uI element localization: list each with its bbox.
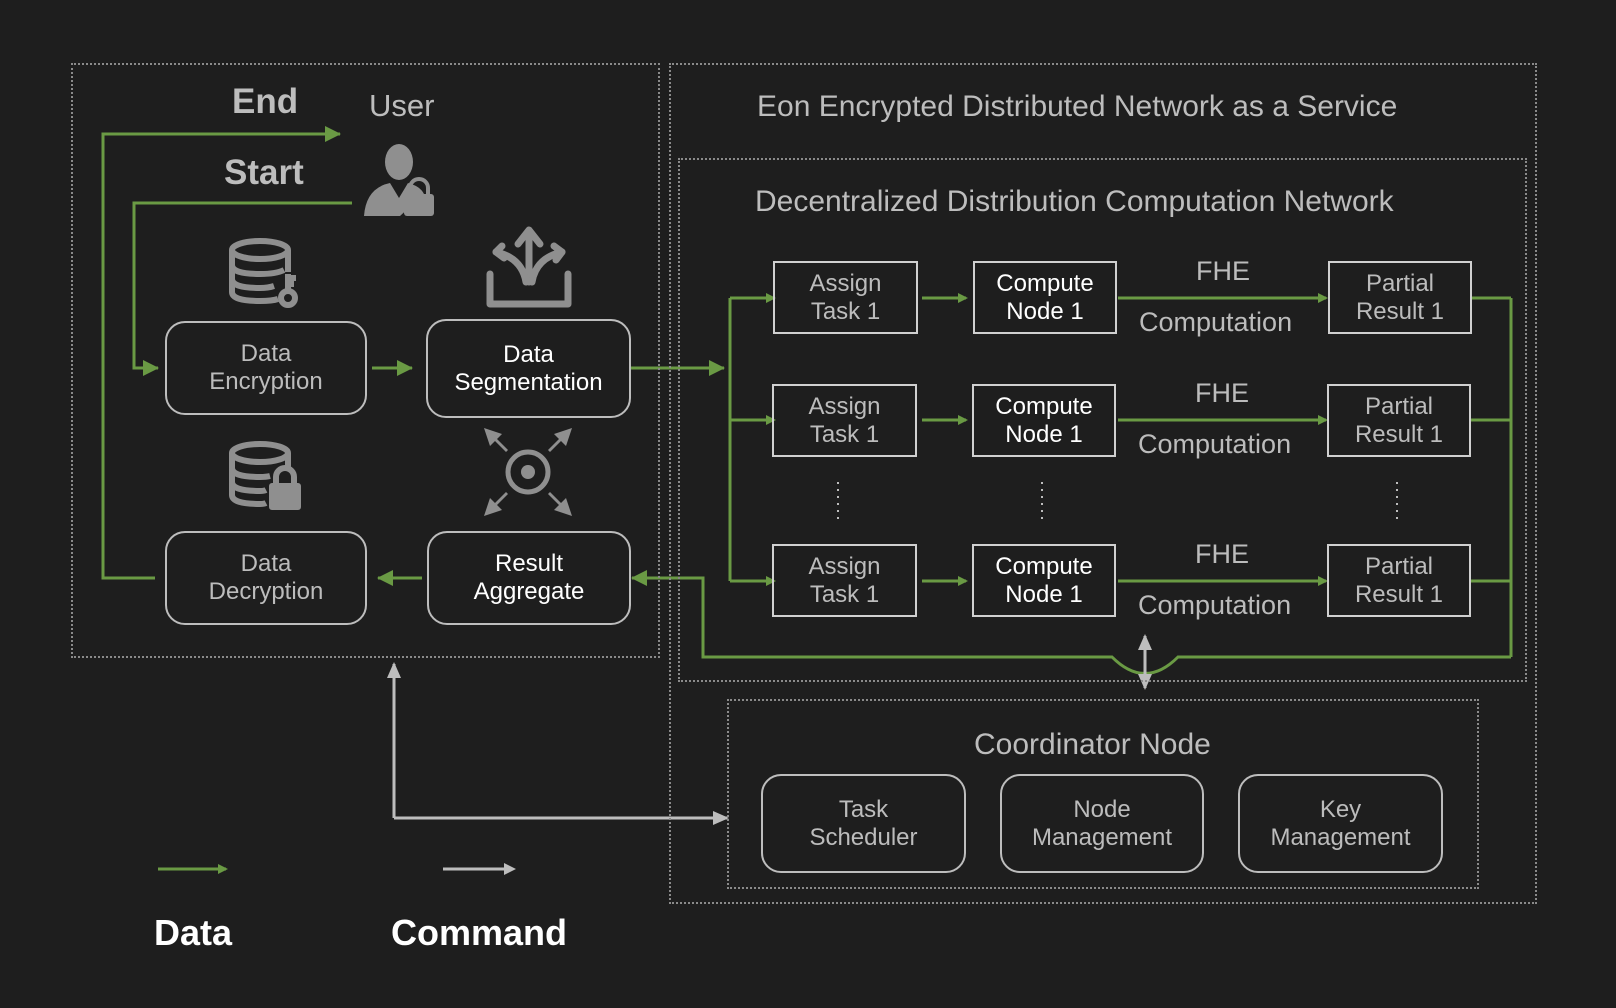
legend-data-label: Data bbox=[154, 912, 233, 953]
computation-label: Computation bbox=[1138, 429, 1292, 459]
result-aggregate-box: Result Aggregate bbox=[427, 531, 631, 625]
partial-result-box: Partial Result 1 bbox=[1328, 261, 1472, 334]
fhe-label: FHE bbox=[1196, 256, 1250, 286]
start-label: Start bbox=[224, 153, 304, 192]
database-lock-icon bbox=[229, 441, 301, 510]
network-title: Decentralized Distribution Computation N… bbox=[755, 185, 1394, 218]
service-title: Eon Encrypted Distributed Network as a S… bbox=[757, 90, 1398, 123]
user-lock-icon bbox=[364, 144, 434, 216]
legend-command-label: Command bbox=[391, 912, 568, 953]
task-scheduler-box: Task Scheduler bbox=[761, 774, 966, 873]
partial-result-box: Partial Result 1 bbox=[1327, 384, 1471, 457]
data-decryption-box: Data Decryption bbox=[165, 531, 367, 625]
compute-node-box: Compute Node 1 bbox=[972, 544, 1116, 617]
user-panel-frame bbox=[71, 63, 660, 658]
share-out-icon bbox=[486, 226, 572, 308]
compute-node-box: Compute Node 1 bbox=[972, 384, 1116, 457]
converge-target-icon bbox=[484, 428, 572, 516]
key-management-box: Key Management bbox=[1238, 774, 1443, 873]
end-arrow bbox=[101, 126, 341, 580]
start-arrow bbox=[132, 201, 352, 376]
fhe-label: FHE bbox=[1195, 539, 1249, 569]
node-management-box: Node Management bbox=[1000, 774, 1204, 873]
service-frame bbox=[669, 63, 1537, 904]
network-frame bbox=[678, 158, 1527, 682]
database-key-icon bbox=[229, 238, 298, 308]
end-label: End bbox=[232, 82, 299, 121]
assign-task-box: Assign Task 1 bbox=[772, 544, 917, 617]
data-segmentation-box: Data Segmentation bbox=[426, 319, 631, 418]
data-encryption-box: Data Encryption bbox=[165, 321, 367, 415]
user-label: User bbox=[369, 88, 435, 123]
computation-label: Computation bbox=[1139, 307, 1293, 337]
coordinator-title: Coordinator Node bbox=[974, 728, 1211, 761]
assign-task-box: Assign Task 1 bbox=[772, 384, 917, 457]
partial-result-box: Partial Result 1 bbox=[1327, 544, 1471, 617]
fhe-label: FHE bbox=[1195, 378, 1249, 408]
compute-node-box: Compute Node 1 bbox=[973, 261, 1117, 334]
coordinator-frame bbox=[727, 699, 1479, 889]
computation-label: Computation bbox=[1138, 590, 1292, 620]
assign-task-box: Assign Task 1 bbox=[773, 261, 918, 334]
